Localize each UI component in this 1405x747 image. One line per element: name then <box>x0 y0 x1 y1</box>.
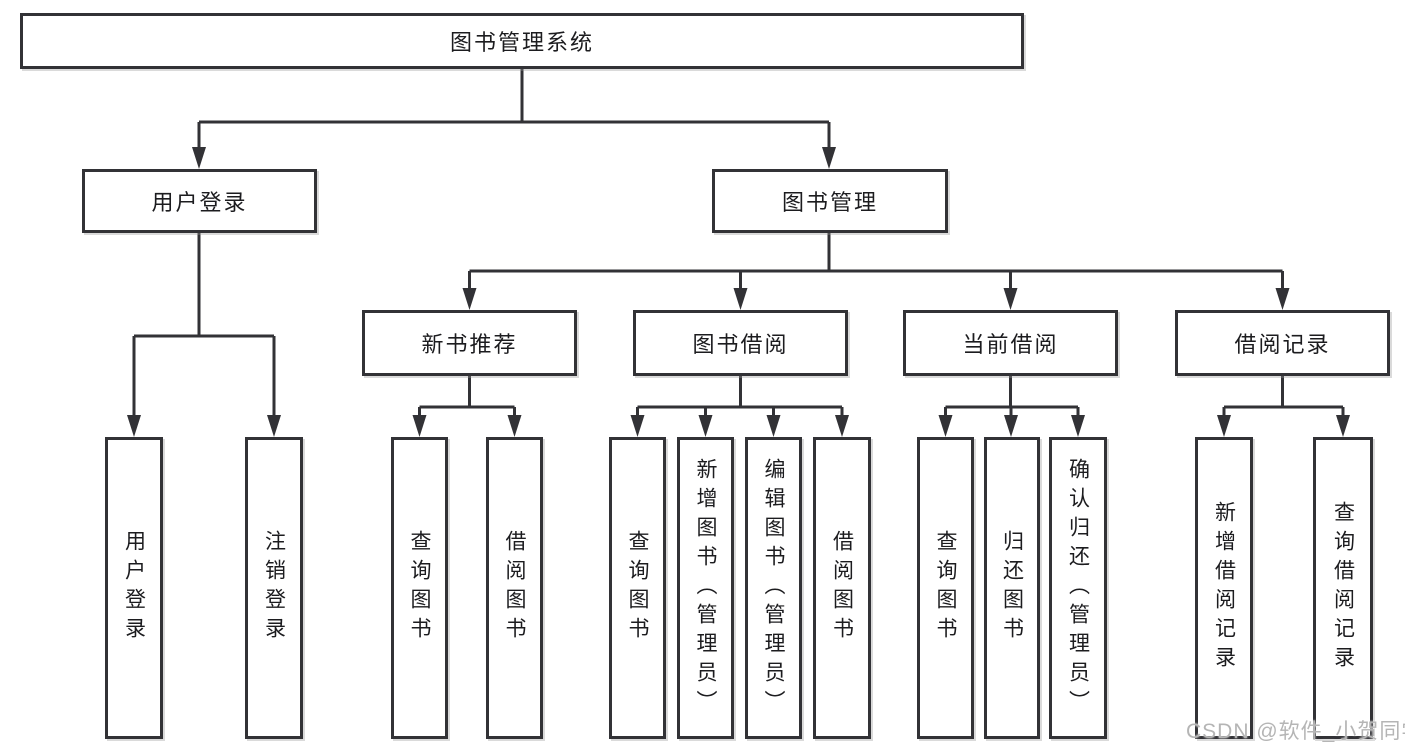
leaf-current-return-books: 归还图书 <box>984 437 1040 739</box>
node-book-management-label: 图书管理 <box>781 190 878 215</box>
leaf-current-query-books-label: 查询图书 <box>934 530 957 646</box>
leaf-newrec-query-books: 查询图书 <box>391 437 448 739</box>
leaf-records-query-record: 查询借阅记录 <box>1313 437 1373 739</box>
leaf-current-confirm-return-admin-label: 确认归还（管理员） <box>1066 457 1090 719</box>
leaf-records-query-record-label: 查询借阅记录 <box>1331 501 1355 675</box>
node-current-borrow-label: 当前借阅 <box>962 332 1059 357</box>
node-user-login-label: 用户登录 <box>151 190 248 215</box>
leaf-records-add-record-label: 新增借阅记录 <box>1212 501 1236 675</box>
leaf-borrow-query-books-label: 查询图书 <box>626 530 649 646</box>
leaf-logout-label: 注销登录 <box>262 530 286 646</box>
node-new-book-recommend-label: 新书推荐 <box>421 332 518 357</box>
leaf-current-confirm-return-admin: 确认归还（管理员） <box>1049 437 1107 739</box>
node-new-book-recommend: 新书推荐 <box>362 310 577 376</box>
leaf-borrow-borrow-books: 借阅图书 <box>813 437 871 739</box>
connector-newrec-to-leaves <box>418 376 516 417</box>
leaf-newrec-borrow-books: 借阅图书 <box>486 437 543 739</box>
leaf-borrow-borrow-books-label: 借阅图书 <box>830 530 854 646</box>
leaf-records-add-record: 新增借阅记录 <box>1195 437 1253 739</box>
connector-bookmgmt-to-level3 <box>468 233 1284 290</box>
node-root: 图书管理系统 <box>20 13 1024 69</box>
connector-root-to-level2 <box>197 69 831 151</box>
connector-records-to-leaves <box>1222 376 1345 417</box>
node-user-login: 用户登录 <box>82 169 317 233</box>
node-current-borrow: 当前借阅 <box>903 310 1118 376</box>
leaf-borrow-add-books-admin: 新增图书（管理员） <box>677 437 734 739</box>
leaf-current-return-books-label: 归还图书 <box>1000 530 1024 646</box>
connector-userlogin-to-leaves <box>132 233 276 417</box>
leaf-newrec-borrow-books-label: 借阅图书 <box>503 530 526 646</box>
node-borrow-records-label: 借阅记录 <box>1234 332 1331 357</box>
node-root-label: 图书管理系统 <box>449 30 594 55</box>
node-book-borrow: 图书借阅 <box>633 310 848 376</box>
connector-current-to-leaves <box>944 376 1080 417</box>
leaf-borrow-query-books: 查询图书 <box>609 437 666 739</box>
leaf-current-query-books: 查询图书 <box>917 437 974 739</box>
node-book-management: 图书管理 <box>712 169 948 233</box>
leaf-borrow-edit-books-admin-label: 编辑图书（管理员） <box>762 457 785 719</box>
connector-borrow-to-leaves <box>636 376 844 417</box>
arrowhead-icons <box>127 147 1350 437</box>
leaf-newrec-query-books-label: 查询图书 <box>408 530 431 646</box>
csdn-watermark: CSDN @软件_小贺同学 <box>1186 720 1405 743</box>
leaf-borrow-add-books-admin-label: 新增图书（管理员） <box>694 457 717 719</box>
node-borrow-records: 借阅记录 <box>1175 310 1390 376</box>
leaf-user-login: 用户登录 <box>105 437 163 739</box>
leaf-logout: 注销登录 <box>245 437 303 739</box>
leaf-borrow-edit-books-admin: 编辑图书（管理员） <box>745 437 802 739</box>
leaf-user-login-label: 用户登录 <box>122 530 146 646</box>
node-book-borrow-label: 图书借阅 <box>692 332 789 357</box>
